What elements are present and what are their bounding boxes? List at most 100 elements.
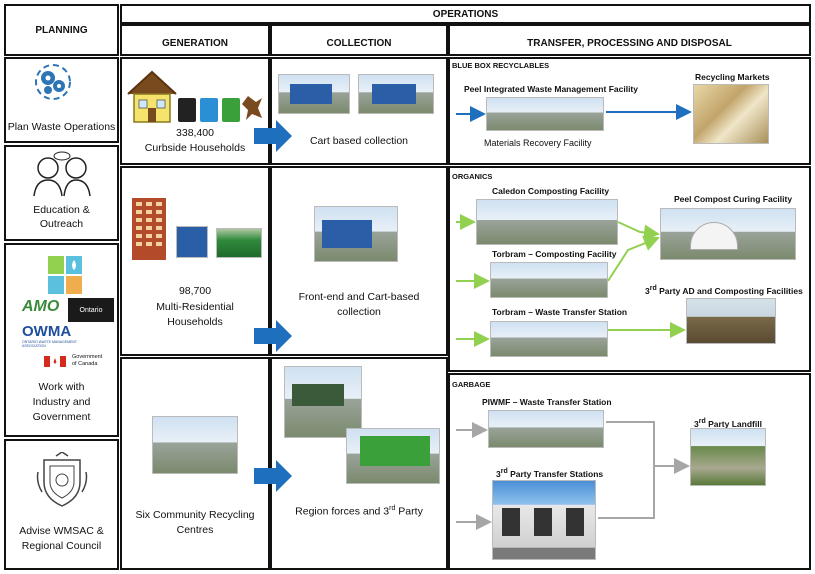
curbside-count: 338,400 [176,127,214,139]
third-party-ad-photo [686,298,776,344]
bay-door-1 [502,508,520,536]
people-talking-icon [28,150,98,198]
region-forces-text: Region forces and 3 [295,505,390,518]
gears-icon [30,62,76,102]
regional-crest-icon [36,451,88,508]
curbside-label: Curbside Households [144,142,246,154]
recycling-centre-photo [152,416,238,474]
municipal-logo-icon [48,256,82,296]
third-party-transfer-sup: rd [500,468,508,475]
recycling-markets-photo [693,84,769,144]
arrow-piwmf-to-landfill [606,421,655,466]
bay-door-3 [566,508,584,536]
third-party-transfer-label: 3rd Party Transfer Stations [496,466,603,480]
piwmf-transfer-photo [488,410,604,448]
recycling-markets-label: Recycling Markets [695,72,770,82]
apartment-building-icon [126,196,172,260]
third-party-ad-pre: 3 [645,285,650,296]
third-party-transfer-pre: 3 [496,468,501,479]
torbram-compost-label: Torbram – Composting Facility [492,249,617,259]
ontario-logo-text: Ontario [79,306,103,314]
amo-logo: AMO [22,298,60,315]
roll-off-body-2 [360,436,430,466]
region-forces-end: Party [395,505,423,518]
mrf-label: Materials Recovery Facility [484,138,592,148]
work-label-1: Work with [38,381,85,393]
transfer-header-box [448,24,811,56]
truck-body-2 [372,84,416,104]
organics-title: ORGANICS [452,172,493,181]
third-party-ad-post: Party AD and Composting Facilities [656,285,803,296]
multi-label-2: Households [167,316,223,328]
transfer-header: TRANSFER, PROCESSING AND DISPOSAL [527,37,732,49]
third-party-ad-label: 3rd Party AD and Composting Facilities [645,283,803,297]
torbram-compost-photo [490,262,608,298]
cart-collection-label: Cart based collection [309,135,409,147]
landfill-label: 3rd Party Landfill [694,416,762,430]
work-box [4,243,119,437]
truck-body-1 [290,84,332,104]
green-bin-photo [216,228,262,258]
piwmf-label: Peel Integrated Waste Management Facilit… [464,84,638,94]
house-icon [126,68,178,124]
peel-compost-label: Peel Compost Curing Facility [674,194,793,204]
front-end-label-1: Front-end and Cart-based [298,291,420,303]
blue-box-title: BLUE BOX RECYCLABLES [452,61,550,70]
arrow-thirdparty-to-landfill [598,466,655,519]
front-end-label-2: collection [337,306,381,318]
multi-count: 98,700 [178,285,212,297]
education-box [4,145,119,241]
caledon-photo [476,199,618,245]
bay-door-2 [534,508,552,536]
landfill-post: Party Landfill [705,418,762,429]
owma-subtitle: ONTARIO WASTE MANAGEMENT ASSOCIATION [22,340,77,348]
landfill-pre: 3 [694,418,699,429]
piwmf-photo [486,97,604,131]
planning-header-box [4,4,119,56]
multi-res-box [120,166,270,356]
work-label-3: Government [32,411,91,423]
third-party-ad-sup: rd [649,285,657,292]
gov-canada-1: Government [72,354,103,360]
third-party-transfer-post: Party Transfer Stations [507,468,604,479]
roll-off-body-1 [292,384,344,406]
recycling-centres-label-2: Centres [176,524,214,536]
garbage-title: GARBAGE [452,380,491,389]
operations-header-box [120,4,811,24]
collection-header: COLLECTION [326,37,392,49]
advise-box [4,439,119,570]
gov-canada-2: of Canada [72,361,98,367]
owma-logo: OWMA [22,323,72,340]
landfill-photo [690,428,766,486]
canada-flag-icon [44,354,66,367]
work-label-2: Industry and [32,396,91,408]
front-end-box [270,166,448,356]
planning-header: PLANNING [35,24,88,36]
recycling-centres-label-1: Six Community Recycling [135,509,255,521]
advise-label-2: Regional Council [21,540,102,552]
arrow-caledon-to-curing [617,221,660,241]
arrow-torbram-to-curing [607,235,660,282]
generation-header: GENERATION [162,37,228,49]
collection-header-box [270,24,448,56]
education-label-2: Outreach [39,218,84,230]
torbram-transfer-label: Torbram – Waste Transfer Station [492,307,628,317]
front-end-truck-body [322,220,372,248]
big-arrow-centres [254,460,292,492]
blue-bin-photo [176,226,208,258]
big-arrow-multi [254,320,292,352]
caledon-label: Caledon Composting Facility [492,186,610,196]
advise-label-1: Advise WMSAC & [19,525,104,537]
plan-ops-box [4,57,119,143]
piwmf-transfer-label: PIWMF – Waste Transfer Station [482,397,612,407]
multi-label-1: Multi-Residential [156,301,234,313]
torbram-transfer-photo [490,321,608,357]
big-arrow-curbside [254,120,292,152]
plan-ops-label: Plan Waste Operations [7,121,116,133]
region-forces-sup: rd [389,505,396,512]
operations-header: OPERATIONS [432,8,499,20]
generation-header-box [120,24,270,56]
landfill-sup: rd [698,418,706,425]
bins-icon [176,92,264,124]
